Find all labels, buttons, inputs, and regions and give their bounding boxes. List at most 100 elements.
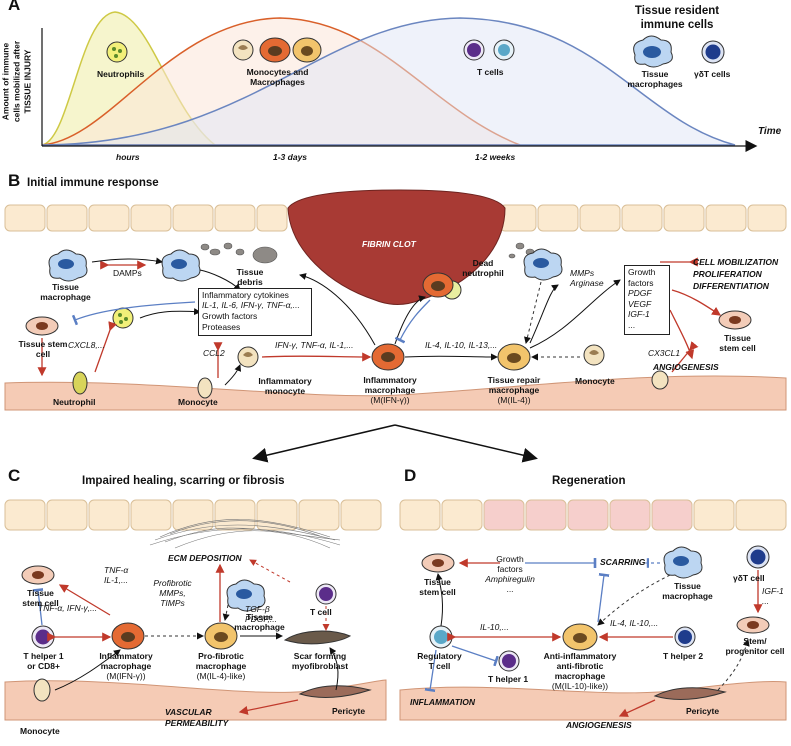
tnf-ifn-label: TNF-α, IFN-γ,...: [38, 603, 98, 613]
myofibroblast-cell: [283, 630, 352, 645]
curve-label-t-cells: T cells: [477, 67, 504, 77]
panel-b-letter: B: [8, 171, 21, 190]
panel-c-tissue: [4, 499, 387, 721]
pericyte-label-c: Pericyte: [332, 706, 366, 716]
scarring-label: SCARRING: [600, 557, 646, 567]
dead-neutrophil-label: Dead neutrophil: [462, 258, 504, 278]
resident-cell-icons: [633, 35, 725, 68]
tissue-bed: [4, 375, 787, 411]
panel-c-letter: C: [8, 466, 21, 485]
pericyte-label-d: Pericyte: [686, 706, 720, 716]
monocyte-cells: [197, 344, 669, 399]
panel-a-graph: [41, 11, 758, 152]
ecm-fibers: [149, 519, 341, 549]
igf-label-d: IGF-1...: [762, 586, 784, 606]
neutrophil-label: Neutrophil: [53, 397, 96, 407]
angiogenesis-label-b: ANGIOGENESIS: [653, 362, 719, 372]
damps-label: DAMPs: [113, 268, 142, 278]
tick-1-3-days: 1-3 days: [273, 152, 308, 162]
resident-label-gd-t-cells: γδT cells: [694, 69, 731, 79]
curve-label-neutrophils: Neutrophils: [97, 69, 145, 79]
panel-a-letter: A: [8, 0, 21, 14]
panel-c-title: Impaired healing, scarring or fibrosis: [82, 475, 285, 487]
tissue-macrophage-label: Tissue macrophage: [40, 282, 91, 302]
cytokine-line-4: Proteases: [202, 322, 241, 332]
growth-factor-box: [624, 265, 670, 335]
panel-d-title: Regeneration: [552, 475, 626, 487]
tissue-stem-cell-label-b: Tissue stem cell: [18, 339, 68, 359]
panel-b-title: Initial immune response: [27, 177, 159, 189]
monocyte-label-b-right: Monocyte: [575, 376, 615, 386]
tcell-curve: [41, 17, 736, 146]
pericyte-cell-c: [298, 685, 372, 698]
panel-d-letter: D: [404, 466, 417, 485]
epithelium-top: [4, 204, 787, 232]
il4-signals-label: IL-4, IL-10, IL-13,...: [425, 340, 498, 350]
tissue-stem-cell-label-d: Tissue stem cell: [419, 577, 456, 597]
inflammation-label: INFLAMMATION: [410, 697, 475, 707]
t-helper-2-label: T helper 2: [663, 651, 704, 661]
gd-t-cell-label: γδT cell: [733, 573, 765, 583]
neutrophil-cells: [72, 280, 462, 395]
fibrin-clot-shape: [287, 189, 506, 305]
t-helper-1-label-d: T helper 1: [488, 674, 529, 684]
monocyte-label-c: Monocyte: [20, 726, 60, 736]
inflammatory-monocyte-label: Inflammatory monocyte: [258, 376, 312, 396]
tick-1-2-weeks: 1-2 weeks: [475, 152, 516, 162]
monocyte-macrophage-icons: [232, 37, 322, 63]
tissue-macrophage-cell: [48, 249, 201, 282]
panel-b-tissue: [4, 189, 787, 411]
angiogenesis-label-d: ANGIOGENESIS: [566, 720, 632, 730]
cytokine-line-1: Inflammatory cytokines: [202, 290, 289, 300]
stem-progenitor-label: Stem/progenitor cell: [725, 636, 785, 656]
il10-label-d: IL-10,...: [480, 622, 509, 632]
cytokine-box: [198, 288, 312, 336]
fibrin-clot-label: FIBRIN CLOT: [362, 239, 416, 249]
curve-label-monocytes: Monocytes and Macrophages: [246, 67, 309, 87]
time-axis-label: Time: [758, 126, 782, 137]
resident-label-macrophages: Tissue macrophages: [627, 69, 683, 89]
il4-il10-label-d: IL-4, IL-10,...: [610, 618, 659, 628]
t-cell-icons: [463, 39, 515, 61]
t-cell-label-c: T cell: [310, 607, 332, 617]
panel-d-tissue: [399, 499, 787, 721]
monocyte-label-b: Monocyte: [178, 397, 218, 407]
arrow-to-c: [252, 424, 396, 463]
ifn-signals-label: IFN-γ, TNF-α, IL-1,...: [275, 340, 354, 350]
tissue-macrophage-label-c: Tissue macrophage: [234, 612, 285, 632]
tissue-debris-label: Tissue debris: [236, 267, 264, 287]
pericyte-cell-d: [653, 687, 727, 700]
tissue-stem-cell-label-c: Tissue stem cell: [22, 588, 59, 608]
debris-particles: [200, 242, 535, 264]
arrow-to-d: [394, 424, 538, 463]
tick-hours: hours: [116, 152, 140, 162]
cytokine-line-2: IL-1, IL-6, IFN-γ, TNF-α,...: [202, 300, 300, 310]
cxcl8-label: CXCL8,...: [68, 340, 105, 350]
tissue-stem-cell-label-b-right: Tissue stem cell: [719, 333, 756, 353]
cytokine-line-3: Growth factors: [202, 311, 258, 321]
cx3cl1-label: CX3CL1: [648, 348, 681, 358]
neutrophil-cell-icon: [106, 41, 128, 63]
tissue-macrophage-label-d: Tissue macrophage: [662, 581, 713, 601]
ecm-deposition-label: ECM DEPOSITION: [168, 553, 242, 563]
